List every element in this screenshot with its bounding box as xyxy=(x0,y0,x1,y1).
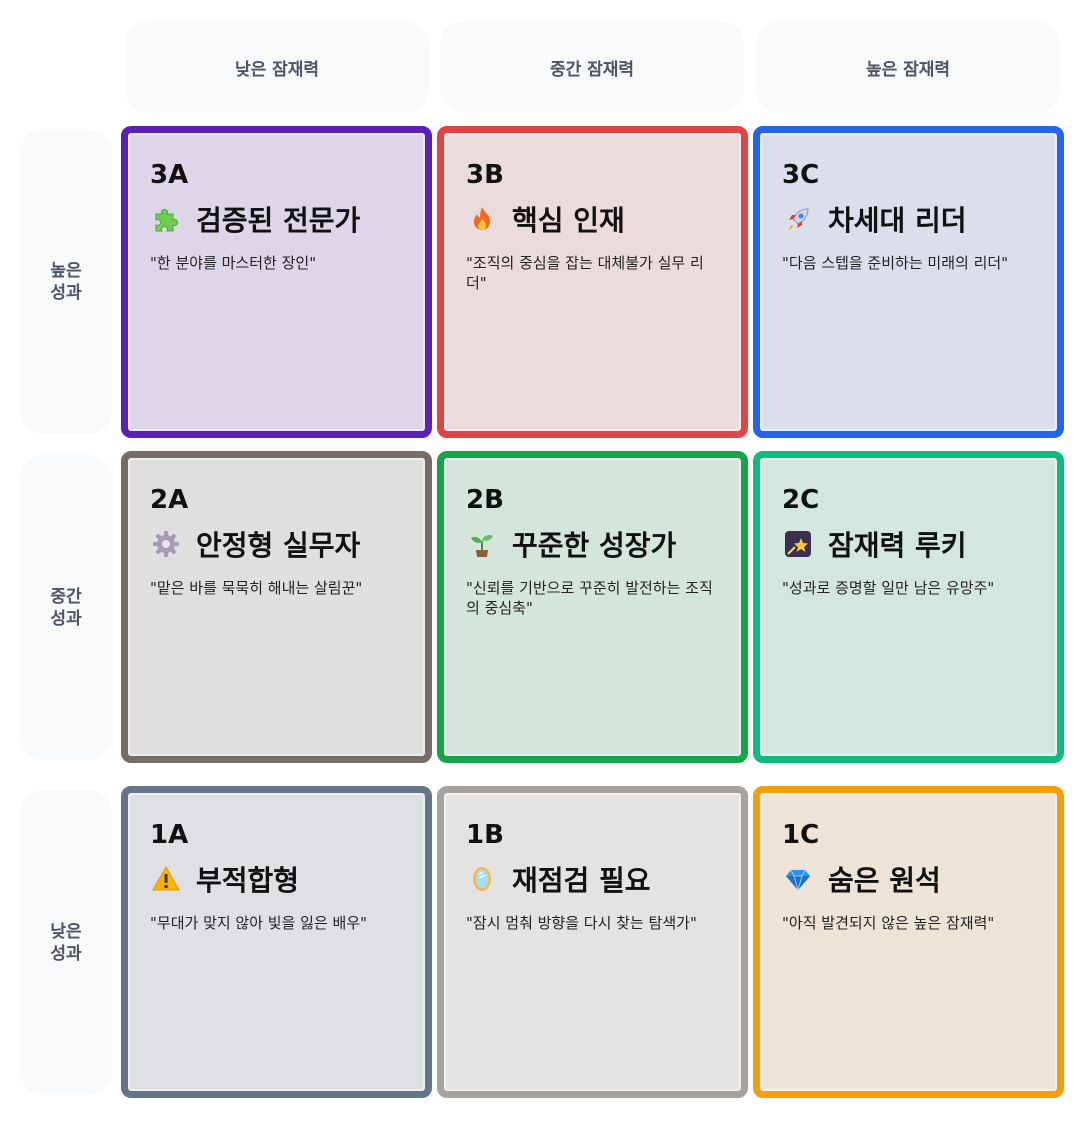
rocket-icon xyxy=(782,203,814,235)
column-header-label: 높은 잠재력 xyxy=(865,59,951,80)
cell-description: "다음 스텝을 준비하는 미래의 리더" xyxy=(782,254,1009,272)
cell-description: "아직 발견되지 않은 높은 잠재력" xyxy=(782,914,995,932)
cell-code: 2B xyxy=(466,485,504,515)
shooting-star-icon xyxy=(782,528,814,560)
column-header-label: 낮은 잠재력 xyxy=(234,59,320,80)
row-header-mid-performance: 중간 성과 xyxy=(20,455,112,760)
fire-icon xyxy=(466,203,498,235)
cell-title: 부적합형 xyxy=(196,864,300,897)
puzzle-icon xyxy=(150,203,182,235)
cell-description: "무대가 맞지 않아 빛을 잃은 배우" xyxy=(150,914,368,932)
cell-code: 2A xyxy=(150,485,189,515)
grid-cell-3a[interactable]: 3A 검증된 전문가 "한 분야를 마스터한 장인" xyxy=(121,126,432,438)
cell-title: 핵심 인재 xyxy=(512,204,625,237)
grid-cell-2a[interactable]: 2A 안정형 실무자 "맡은 바를 묵묵히 해내는 살림꾼" xyxy=(121,451,432,763)
cell-description: "조직의 중심을 잡는 대체불가 실무 리더" xyxy=(466,254,704,292)
cell-description: "잠시 멈춰 방향을 다시 찾는 탐색가" xyxy=(466,914,697,932)
cell-title: 잠재력 루키 xyxy=(828,529,967,562)
cell-code: 3C xyxy=(782,160,820,190)
column-header-low-potential: 낮은 잠재력 xyxy=(125,21,429,113)
column-header-high-potential: 높은 잠재력 xyxy=(756,21,1060,113)
row-header-high-performance: 높은 성과 xyxy=(20,129,112,434)
gem-icon xyxy=(782,863,814,895)
mirror-icon xyxy=(466,863,498,895)
cell-code: 3B xyxy=(466,160,504,190)
cell-description: "신뢰를 기반으로 꾸준히 발전하는 조직의 중심축" xyxy=(466,579,713,617)
cell-title: 숨은 원석 xyxy=(828,864,941,897)
cell-title: 재점검 필요 xyxy=(512,864,651,897)
cell-title: 꾸준한 성장가 xyxy=(512,529,677,562)
row-header-low-performance: 낮은 성과 xyxy=(20,790,112,1095)
grid-cell-1c[interactable]: 1C 숨은 원석 "아직 발견되지 않은 높은 잠재력" xyxy=(753,786,1064,1098)
warning-icon xyxy=(150,863,182,895)
cell-code: 1B xyxy=(466,820,504,850)
grid-cell-1b[interactable]: 1B 재점검 필요 "잠시 멈춰 방향을 다시 찾는 탐색가" xyxy=(437,786,748,1098)
grid-cell-3b[interactable]: 3B 핵심 인재 "조직의 중심을 잡는 대체불가 실무 리더" xyxy=(437,126,748,438)
row-header-label: 낮은 성과 xyxy=(50,921,82,964)
grid-cell-3c[interactable]: 3C 차세대 리더 "다음 스텝을 준비하는 미래의 리더" xyxy=(753,126,1064,438)
cell-code: 1C xyxy=(782,820,820,850)
row-header-label: 중간 성과 xyxy=(50,586,82,629)
grid-cell-1a[interactable]: 1A 부적합형 "무대가 맞지 않아 빛을 잃은 배우" xyxy=(121,786,432,1098)
grid-cell-2c[interactable]: 2C 잠재력 루키 "성과로 증명할 일만 남은 유망주" xyxy=(753,451,1064,763)
row-header-label: 높은 성과 xyxy=(50,260,82,303)
cell-title: 차세대 리더 xyxy=(828,204,967,237)
cell-code: 2C xyxy=(782,485,820,515)
column-header-label: 중간 잠재력 xyxy=(549,59,635,80)
cell-description: "한 분야를 마스터한 장인" xyxy=(150,254,317,272)
cell-code: 1A xyxy=(150,820,189,850)
cell-title: 안정형 실무자 xyxy=(196,529,361,562)
grid-cell-2b[interactable]: 2B 꾸준한 성장가 "신뢰를 기반으로 꾸준히 발전하는 조직의 중심축" xyxy=(437,451,748,763)
cell-description: "맡은 바를 묵묵히 해내는 살림꾼" xyxy=(150,579,363,597)
seedling-icon xyxy=(466,528,498,560)
column-header-mid-potential: 중간 잠재력 xyxy=(440,21,744,113)
cell-description: "성과로 증명할 일만 남은 유망주" xyxy=(782,579,995,597)
cell-title: 검증된 전문가 xyxy=(196,204,361,237)
gear-icon xyxy=(150,528,182,560)
cell-code: 3A xyxy=(150,160,189,190)
